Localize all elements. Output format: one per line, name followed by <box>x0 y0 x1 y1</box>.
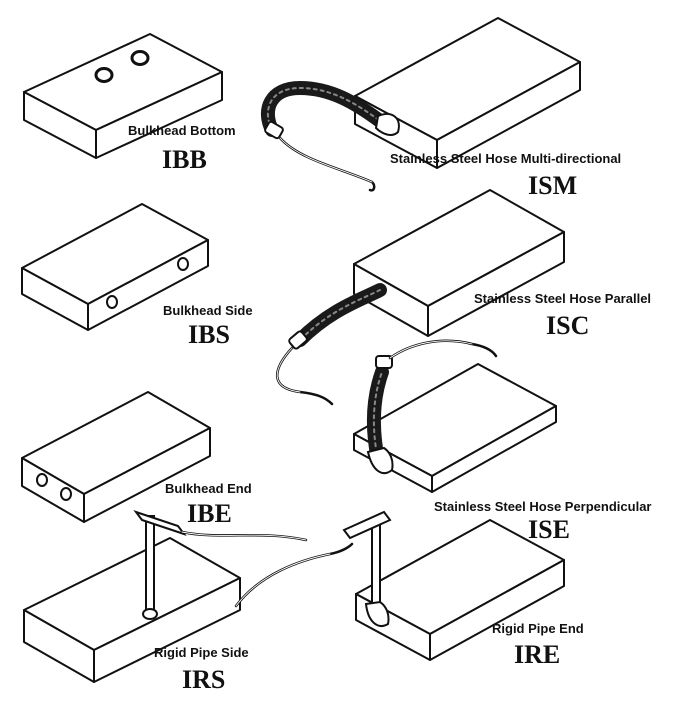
port-icon <box>177 257 189 271</box>
box-ism <box>354 17 581 169</box>
label-name-isc: Stainless Steel Hose Parallel <box>474 291 651 306</box>
label-name-ire: Rigid Pipe End <box>492 621 584 636</box>
label-code-irs: IRS <box>182 665 225 694</box>
box-isc <box>353 189 565 337</box>
label-code-isc: ISC <box>546 311 589 340</box>
label-name-ise: Stainless Steel Hose Perpendicular <box>434 499 651 514</box>
port-icon <box>94 67 114 83</box>
box-ire <box>355 519 565 661</box>
label-name-ism: Stainless Steel Hose Multi-directional <box>390 151 621 166</box>
label-code-ism: ISM <box>528 171 577 200</box>
port-icon <box>130 50 150 66</box>
port-icon <box>106 295 118 309</box>
label-code-ibb: IBB <box>162 145 207 174</box>
box-ibe <box>21 391 211 523</box>
label-code-ise: ISE <box>528 515 570 544</box>
box-ibs <box>21 203 209 331</box>
box-ibb <box>23 33 223 159</box>
box-irs <box>23 537 241 683</box>
hose-ism <box>261 80 400 192</box>
pipe-irs <box>133 510 354 620</box>
label-name-ibs: Bulkhead Side <box>163 303 253 318</box>
label-code-ire: IRE <box>514 640 560 669</box>
label-name-ibb: Bulkhead Bottom <box>128 123 236 138</box>
label-name-irs: Rigid Pipe Side <box>154 645 249 660</box>
port-icon <box>36 473 48 487</box>
hose-ise <box>366 339 498 475</box>
label-name-ibe: Bulkhead End <box>165 481 252 496</box>
label-code-ibs: IBS <box>188 320 230 349</box>
label-code-ibe: IBE <box>187 499 232 528</box>
pipe-ire <box>342 510 392 627</box>
port-icon <box>60 487 72 501</box>
hose-isc <box>275 283 387 406</box>
